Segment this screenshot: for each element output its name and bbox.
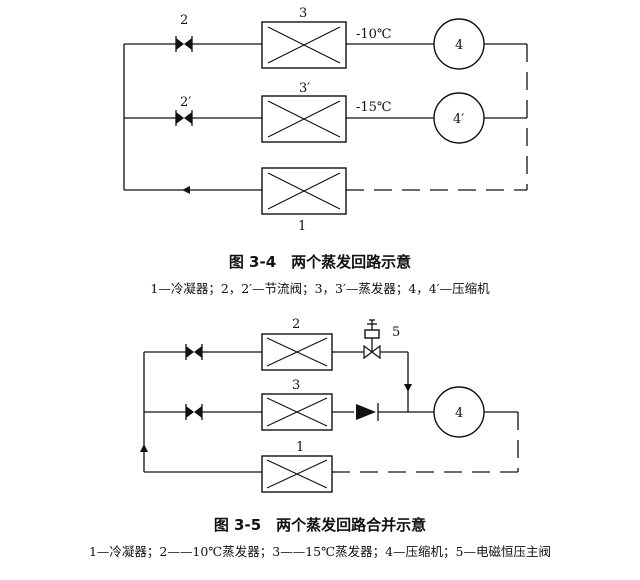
valve-2-label: 2 <box>180 13 188 28</box>
compressor-4-circle <box>433 18 485 70</box>
figure-3-4-title: 图 3-4 两个蒸发回路示意 <box>229 253 411 271</box>
throttle-valve-2-icon <box>175 36 193 52</box>
evaporator-3-label: 3 <box>299 6 307 21</box>
figure-3-4-legend: 1—冷凝器；2，2′—节流阀；3，3′—蒸发器；4，4′—压缩机 <box>150 281 490 296</box>
condenser-1-box-2 <box>261 455 333 493</box>
figure-3-4: 2 3 -10℃ 4 2′ 3′ -15℃ 4′ 1 图 3-4 两个蒸发回路示… <box>123 6 528 296</box>
compressor-4-label-2: 4 <box>455 406 463 421</box>
temp-minus10-label: -10℃ <box>356 27 391 42</box>
compressor-4p-circle <box>433 92 485 144</box>
figure-3-5: 2 5 3 4 1 图 3-5 两个蒸发回路合并示意 1—冷凝器；2——10℃蒸… <box>89 317 551 559</box>
condenser-1-label: 1 <box>298 219 306 234</box>
evaporator-2-label: 2 <box>292 317 300 332</box>
evaporator-3-box <box>261 21 347 69</box>
evaporator-3-box-2 <box>261 393 333 431</box>
flow-arrow-up-icon <box>140 444 148 452</box>
compressor-4-label: 4 <box>455 38 463 53</box>
compressor-4-circle-2 <box>433 386 485 438</box>
condenser-1-box <box>261 167 347 215</box>
compressor-4p-label: 4′ <box>453 112 464 127</box>
figure-3-5-title: 图 3-5 两个蒸发回路合并示意 <box>214 516 426 534</box>
throttle-valve-2p-icon <box>175 110 193 126</box>
evaporator-2-box <box>261 333 333 371</box>
flow-arrow-left-icon <box>182 186 190 194</box>
condenser-1-label-2: 1 <box>296 440 304 455</box>
evaporator-3-label-2: 3 <box>292 378 300 393</box>
evaporator-3p-box <box>261 95 347 143</box>
valve-2p-label: 2′ <box>180 95 191 110</box>
throttle-valve-mid-2-icon <box>185 404 203 420</box>
evaporator-3p-label: 3′ <box>299 81 310 96</box>
throttle-valve-top-2-icon <box>185 344 203 360</box>
temp-minus15-label: -15℃ <box>356 100 391 115</box>
solenoid-valve-5-icon <box>363 319 381 360</box>
figure-3-5-legend: 1—冷凝器；2——10℃蒸发器；3——15℃蒸发器；4—压缩机；5—电磁恒压主阀 <box>89 544 551 559</box>
check-valve-icon <box>356 403 379 421</box>
solenoid-valve-5-label: 5 <box>392 325 400 340</box>
flow-arrow-down-icon <box>404 384 412 392</box>
